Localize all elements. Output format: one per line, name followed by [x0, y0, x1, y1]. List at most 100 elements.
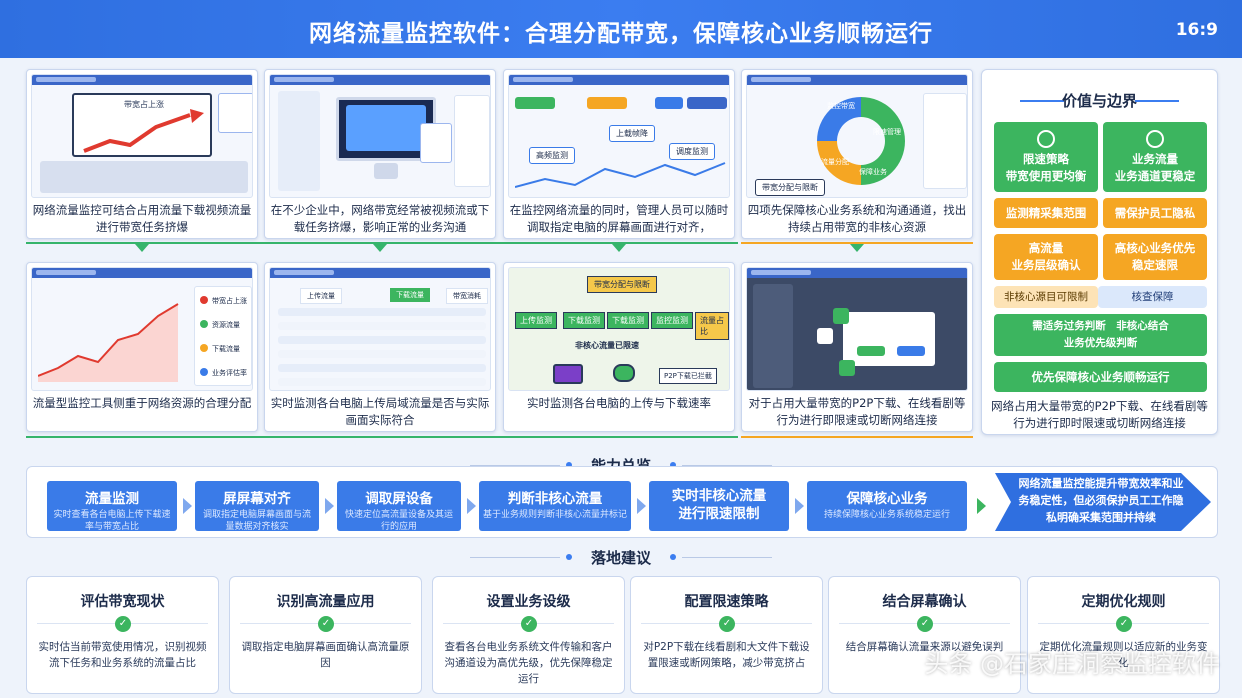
rec-title: 识别高流量应用: [276, 594, 375, 610]
panel-caption: 实时监测各台电脑的上传与下载速率: [527, 396, 711, 410]
watermark: 头条 @石家庄洞察监控软件: [924, 650, 1220, 678]
check-icon: ✓: [719, 616, 735, 632]
check-icon: ✓: [318, 616, 334, 632]
recommendation-card: 配置限速策略 ✓ 对P2P下载在线看剧和大文件下载设置限速或断网策略，减少带宽挤…: [630, 576, 823, 694]
panel-caption: 流量型监控工具侧重于网络资源的合理分配: [32, 396, 252, 410]
value-tile: 非核心源目可限制: [994, 286, 1098, 308]
summary-text: 网络流量监控能提升带宽效率和业务稳定性，但必须保护员工工作隐私明确采集范围并持续: [1018, 477, 1184, 524]
legend-item: 业务评估率: [212, 369, 247, 377]
capability-step: 屏屏幕对齐 调取指定电脑屏幕画面与流量数据对齐核实: [195, 481, 319, 532]
rec-desc: 查看各台电业务系统文件传输和客户沟通道设为高优先级，优先保障稳定运行: [444, 641, 613, 685]
panel-illustration: 带宽占上涨: [31, 74, 253, 198]
chevron-right-icon: [977, 498, 986, 514]
panel-caption: 实时监测各台电脑上传局域流量是否与实际画面实际符合: [270, 396, 490, 427]
step-desc: 调取指定电脑屏幕画面与流量数据对齐核实: [202, 510, 311, 532]
heading-rule-left: [470, 465, 560, 466]
capability-step: 实时非核心流量 进行限速限制: [649, 481, 789, 531]
value-tile: 限速策略 带宽使用更均衡: [994, 122, 1098, 192]
value-tile: 业务流量 业务通道更稳定: [1103, 122, 1207, 192]
step-desc: 快速定位高流量设备及其运行的应用: [344, 510, 453, 532]
tile-label: 业务流量 业务通道更稳定: [1114, 151, 1196, 183]
down-arrow-icon: [612, 244, 626, 252]
rec-title: 设置业务设级: [486, 594, 571, 610]
panel-illustration: [269, 74, 491, 198]
recommendation-heading: 落地建议: [590, 549, 651, 567]
area-chart-icon: [38, 303, 179, 382]
cycle-diagram-icon: [817, 97, 905, 185]
scenario-panel-4: 监控带宽 限速管理 保障业务 流量分配 带宽分配与限断 四项先保障核心业务系统和…: [741, 69, 973, 239]
value-boundary-panel: 价值与边界 限速策略 带宽使用更均衡 业务流量 业务通道更稳定 监测精采集范围 …: [981, 69, 1218, 435]
panel-tag: 调度监测: [669, 143, 715, 160]
capability-strip: 流量监测 实时查看各台电脑上传下载速率与带宽占比 屏屏幕对齐 调取指定电脑屏幕画…: [26, 466, 1218, 538]
value-panel-caption: 网络占用大量带宽的P2P下载、在线看剧等行为进行即时限速或切断网络连接: [991, 399, 1208, 430]
capability-step: 流量监测 实时查看各台电脑上传下载速率与带宽占比: [47, 481, 177, 532]
panel-tag: 带宽分配与限断: [755, 179, 825, 196]
down-arrow-icon: [135, 244, 149, 252]
tab-label: 上传流量: [300, 288, 342, 304]
panel-caption: 在监控网络流量的同时，管理人员可以随时调取指定电脑的屏幕画面进行对齐，: [509, 203, 729, 234]
title-rule-left: [1020, 100, 1064, 102]
heading-rule-left: [470, 557, 560, 558]
capability-step: 调取屏设备 快速定位高流量设备及其运行的应用: [337, 481, 461, 532]
business-icon: [1146, 129, 1164, 148]
flow-box: 下载监测: [563, 312, 605, 329]
rec-desc: 结合屏幕确认流量来源以避免误判: [845, 641, 1004, 653]
value-tile: 需适务过务判断 非核心结合 业务优先级判断: [994, 314, 1207, 356]
scenario-panel-2: 在不少企业中，网络带宽经常被视频流或下载任务挤爆，影响正常的业务沟通: [264, 69, 496, 239]
panel-illustration: 监控带宽 限速管理 保障业务 流量分配 带宽分配与限断: [746, 74, 968, 198]
down-arrow-icon: [850, 244, 864, 252]
step-title: 调取屏设备: [365, 491, 433, 507]
step-title: 实时非核心流量 进行限速限制: [671, 488, 767, 522]
cycle-segment-label: 流量分配: [821, 158, 849, 166]
down-arrow-icon: [373, 244, 387, 252]
screen-label: 带宽占上涨: [124, 100, 164, 109]
check-icon: ✓: [521, 616, 537, 632]
rec-desc: 实时估当前带宽使用情况，识别视频流下任务和业务系统的流量占比: [38, 641, 207, 669]
rising-arrow-icon: [83, 109, 204, 153]
panel-caption: 在不少企业中，网络带宽经常被视频流或下载任务挤爆，影响正常的业务沟通: [270, 203, 490, 234]
rec-desc: 调取指定电脑屏幕画面确认高流量原因: [241, 641, 410, 669]
check-icon: ✓: [917, 616, 933, 632]
heading-dot: [670, 554, 676, 560]
value-tile: 核查保障: [1098, 286, 1207, 308]
rec-title: 评估带宽现状: [80, 594, 165, 610]
header-bar: 网络流量监控软件：合理分配带宽，保障核心业务顺畅运行 16:9: [0, 0, 1242, 58]
tab-label: 下载流量: [390, 288, 430, 302]
flow-connector: [741, 242, 973, 244]
legend-item: 下载流量: [212, 345, 240, 353]
check-icon: ✓: [1116, 616, 1132, 632]
scenario-panel-5: 带宽占上涨 资源流量 下载流量 业务评估率 流量型监控工具侧重于网络资源的合理分…: [26, 262, 258, 432]
step-title: 屏屏幕对齐: [223, 491, 291, 507]
title-rule-right: [1135, 100, 1179, 102]
flow-box: 监控监测: [651, 312, 693, 329]
recommendation-card: 设置业务设级 ✓ 查看各台电业务系统文件传输和客户沟通道设为高优先级，优先保障稳…: [432, 576, 625, 694]
flow-box: 流量占比: [695, 312, 729, 340]
recommendation-card: 结合屏幕确认 ✓ 结合屏幕确认流量来源以避免误判: [828, 576, 1021, 694]
panel-illustration: 带宽分配与限断 上传监测 下载监测 下载监测 监控监测 流量占比 非核心流量已限…: [508, 267, 730, 391]
step-desc: 持续保障核心业务系统稳定运行: [823, 510, 950, 520]
speed-limit-icon: [1037, 129, 1055, 148]
rec-title: 配置限速策略: [684, 594, 769, 610]
trend-line-icon: [515, 162, 726, 188]
chevron-right-icon: [795, 498, 804, 514]
step-desc: 实时查看各台电脑上传下载速率与带宽占比: [53, 510, 171, 532]
arrow-banner-icon: [995, 473, 1211, 531]
scenario-panel-3: 上载帧降 高频监测 调度监测 在监控网络流量的同时，管理人员可以随时调取指定电脑…: [503, 69, 735, 239]
value-panel-title: 价值与边界: [1061, 92, 1137, 110]
scenario-panel-8: 对于占用大量带宽的P2P下载、在线看剧等行为进行即限速或切断网络连接: [741, 262, 973, 432]
check-icon: ✓: [115, 616, 131, 632]
chevron-right-icon: [637, 498, 646, 514]
scenario-panel-1: 带宽占上涨 网络流量监控可结合占用流量下载视频流量进行带宽任务挤爆: [26, 69, 258, 239]
legend-item: 资源流量: [212, 321, 240, 329]
step-title: 判断非核心流量: [507, 491, 603, 507]
rec-desc: 定期优化流量规则以适应新的业务变化: [1039, 641, 1208, 669]
cycle-segment-label: 限速管理: [873, 128, 901, 136]
value-tile: 优先保障核心业务顺畅运行: [994, 362, 1207, 392]
capability-step: 保障核心业务 持续保障核心业务系统稳定运行: [807, 481, 967, 531]
tile-label: 限速策略 带宽使用更均衡: [1005, 151, 1087, 183]
aspect-ratio-label: 16:9: [1175, 20, 1218, 40]
recommendation-card: 识别高流量应用 ✓ 调取指定电脑屏幕画面确认高流量原因: [229, 576, 422, 694]
chevron-right-icon: [183, 498, 192, 514]
scenario-panel-6: 上传流量 下载流量 带宽消耗 实时监测各台电脑上传局域流量是否与实际画面实际符合: [264, 262, 496, 432]
scenario-panel-7: 带宽分配与限断 上传监测 下载监测 下载监测 监控监测 流量占比 非核心流量已限…: [503, 262, 735, 432]
